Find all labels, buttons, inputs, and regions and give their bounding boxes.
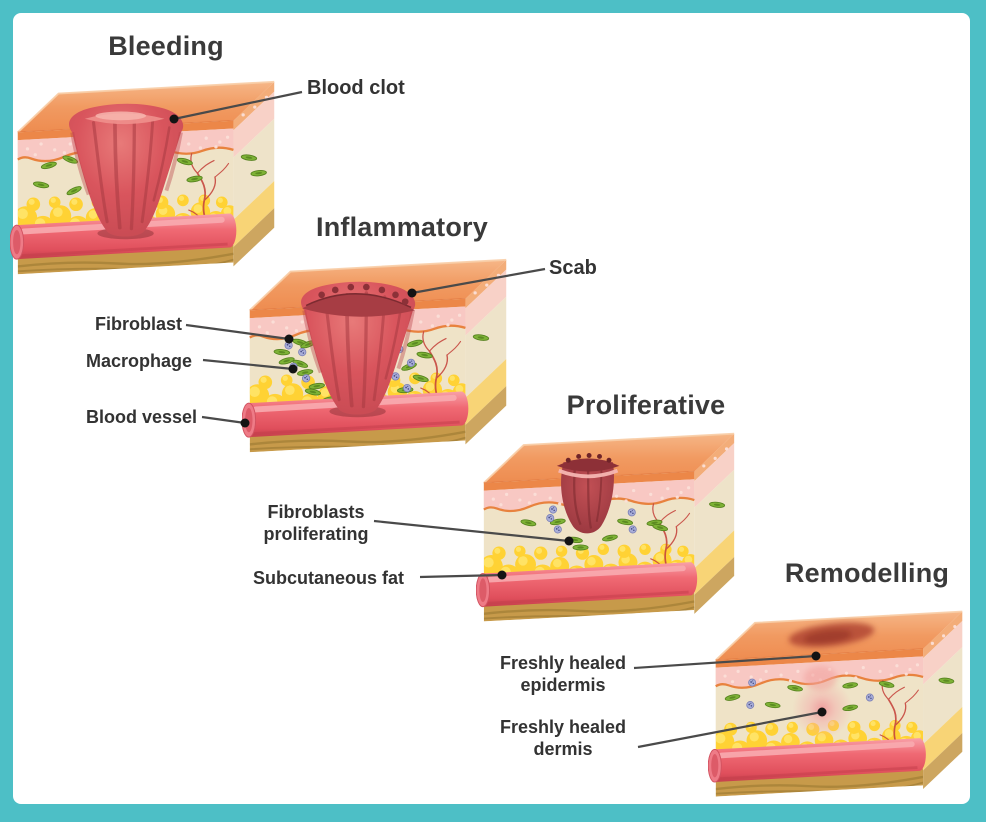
skin-cross-section: [476, 432, 735, 622]
illustration-inflammatory-skin-block: [242, 254, 514, 460]
stage-title-bleeding: Bleeding: [108, 31, 224, 61]
stage-title-remodelling: Remodelling: [784, 558, 950, 588]
label-blood-vessel: Blood vessel: [85, 407, 197, 427]
label-subcutaneous-fat: Subcutaneous fat: [253, 568, 405, 588]
stage-title-proliferative: Proliferative: [566, 390, 726, 420]
label-fibroblasts-proliferating: Fibroblasts proliferating: [263, 502, 369, 544]
label-freshly-healed-epidermis: Freshly healed epidermis: [499, 653, 627, 695]
label-freshly-healed-dermis: Freshly healed dermis: [499, 717, 627, 759]
skin-cross-section: [708, 610, 963, 797]
label-scab: Scab: [549, 257, 597, 279]
label-blood-clot: Blood clot: [307, 77, 405, 99]
label-macrophage: Macrophage: [85, 351, 192, 371]
label-fibroblast: Fibroblast: [94, 314, 182, 334]
stage-title-inflammatory: Inflammatory: [316, 212, 488, 242]
illustration-remodelling-skin-block: [708, 606, 970, 804]
skin-cross-section: [10, 80, 275, 275]
skin-cross-section: [242, 258, 507, 453]
illustration-proliferative-skin-block: [476, 428, 742, 629]
illustration-bleeding-skin-block: [10, 76, 282, 282]
